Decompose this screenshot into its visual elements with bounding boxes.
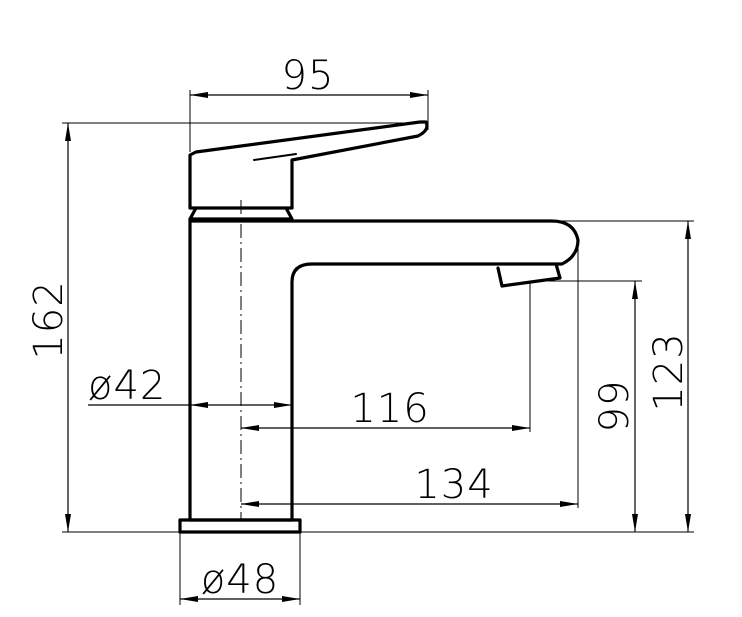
label-diameter-48: ø48: [201, 557, 279, 603]
tap-body: [188, 217, 580, 522]
dimension-162: 162: [26, 123, 72, 532]
dimension-diameter-48: ø48: [180, 557, 300, 603]
dimension-diameter-42: ø42: [88, 363, 292, 409]
label-123: 123: [646, 332, 692, 411]
dimension-123: 123: [646, 221, 692, 532]
label-diameter-42: ø42: [88, 363, 166, 409]
label-116: 116: [350, 386, 429, 432]
dimension-116: 116: [241, 386, 530, 432]
dimension-95: 95: [190, 53, 428, 99]
dimension-134: 134: [241, 462, 578, 508]
dimension-99: 99: [592, 281, 638, 532]
extension-lines: [62, 90, 694, 605]
aerator-outlet: [496, 262, 562, 288]
label-162: 162: [26, 280, 72, 359]
base-plate: [178, 518, 302, 534]
label-95: 95: [282, 53, 335, 99]
faucet-outline: [178, 120, 580, 534]
lever-highlight: [253, 153, 297, 161]
label-99: 99: [592, 380, 638, 433]
lever-handle: [188, 120, 429, 210]
label-134: 134: [414, 462, 493, 508]
